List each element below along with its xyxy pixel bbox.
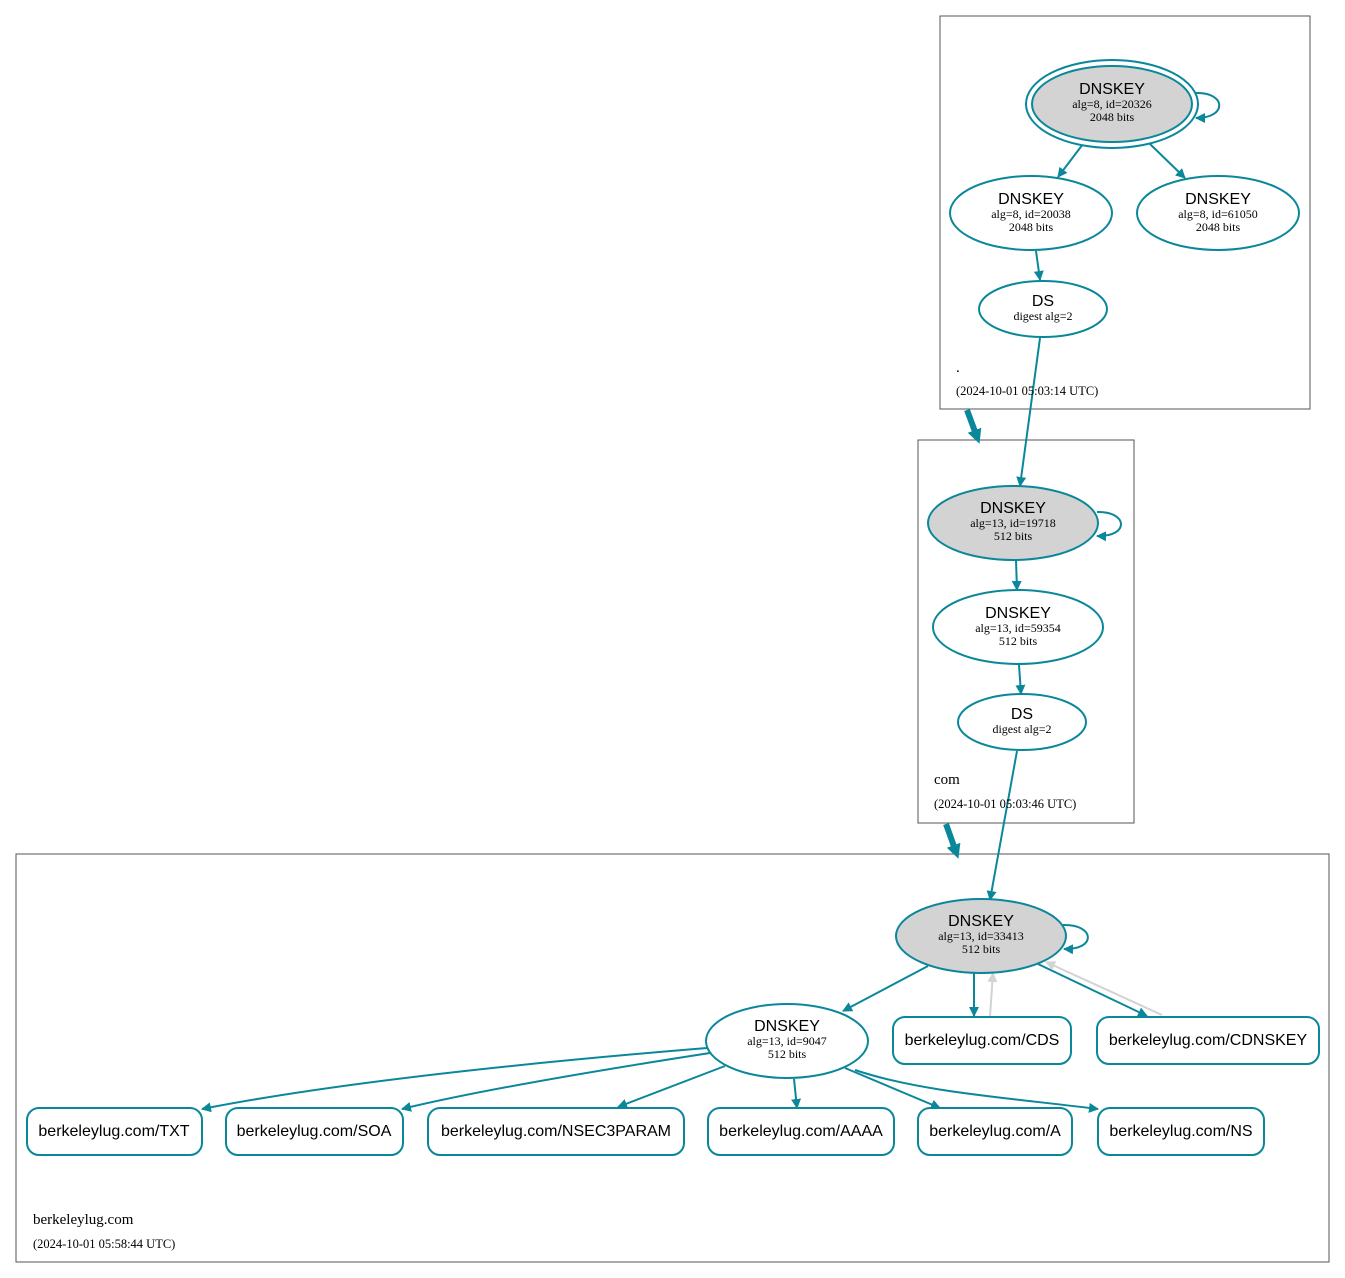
root-zsk1-bits: 2048 bits — [1009, 220, 1054, 234]
edge-ksk-to-zsk — [842, 965, 929, 1012]
rrset-cds[interactable]: berkeleylug.com/CDS — [892, 1016, 1072, 1065]
com-zsk-title: DNSKEY — [985, 605, 1051, 622]
rrset-nsec3param[interactable]: berkeleylug.com/NSEC3PARAM — [427, 1107, 685, 1156]
edge-root-zsk1-to-ds — [1033, 250, 1044, 281]
root-zsk2-alg: alg=8, id=61050 — [1178, 207, 1258, 221]
com-zsk-node[interactable]: DNSKEY alg=13, id=59354 512 bits — [932, 589, 1104, 665]
edge-zsk-to-soa — [401, 1052, 711, 1112]
berkeleylug-ksk-title: DNSKEY — [948, 913, 1014, 930]
root-ds-digest: digest alg=2 — [1013, 309, 1072, 323]
edge-zsk-to-ns — [854, 1069, 1099, 1113]
edge-cdnskey-to-ksk — [1045, 961, 1163, 1016]
edge-root-ds-to-com-ksk — [1016, 337, 1041, 487]
edge-com-ksk-self — [1096, 510, 1122, 542]
berkeleylug-zsk-alg: alg=13, id=9047 — [747, 1034, 827, 1048]
rrset-ns[interactable]: berkeleylug.com/NS — [1097, 1107, 1265, 1156]
berkeleylug-ksk-node[interactable]: DNSKEY alg=13, id=33413 512 bits — [895, 898, 1067, 974]
edge-zsk-to-a — [844, 1067, 941, 1110]
root-ds-title: DS — [1032, 293, 1054, 310]
root-zsk1-title: DNSKEY — [998, 191, 1064, 208]
berkeleylug-zsk-title: DNSKEY — [754, 1018, 820, 1035]
rrset-soa-label: berkeleylug.com/SOA — [237, 1123, 392, 1140]
edge-com-zsk-to-ds — [1015, 664, 1026, 695]
berkeleylug-zsk-node[interactable]: DNSKEY alg=13, id=9047 512 bits — [705, 1003, 869, 1079]
rrset-cdnskey[interactable]: berkeleylug.com/CDNSKEY — [1096, 1016, 1320, 1065]
com-ksk-alg: alg=13, id=19718 — [970, 516, 1056, 530]
rrset-cdnskey-label: berkeleylug.com/CDNSKEY — [1109, 1032, 1308, 1049]
rrset-cds-label: berkeleylug.com/CDS — [905, 1032, 1060, 1049]
edge-ksk-to-cdnskey — [1037, 963, 1148, 1017]
berkeleylug-zsk-bits: 512 bits — [768, 1047, 807, 1061]
com-zsk-bits: 512 bits — [999, 634, 1038, 648]
edge-zsk-to-txt — [201, 1047, 708, 1113]
berkeleylug-ksk-alg: alg=13, id=33413 — [938, 929, 1024, 943]
rrset-aaaa[interactable]: berkeleylug.com/AAAA — [707, 1107, 895, 1156]
zone-berkeleylug-timestamp: (2024-10-01 05:58:44 UTC) — [33, 1237, 175, 1251]
edge-berkeleylug-ksk-self — [1062, 923, 1089, 955]
com-ksk-bits: 512 bits — [994, 529, 1033, 543]
edge-com-ds-to-berkeleylug-ksk — [986, 750, 1018, 901]
rrset-aaaa-label: berkeleylug.com/AAAA — [719, 1123, 883, 1140]
edge-cds-to-ksk — [987, 972, 998, 1017]
rrset-ns-label: berkeleylug.com/NS — [1109, 1123, 1252, 1140]
rrset-soa[interactable]: berkeleylug.com/SOA — [225, 1107, 404, 1156]
edge-root-ksk-to-zsk1 — [1057, 143, 1084, 178]
zone-root-label: . — [956, 360, 960, 376]
berkeleylug-ksk-bits: 512 bits — [962, 942, 1001, 956]
com-ksk-title: DNSKEY — [980, 500, 1046, 517]
com-ds-title: DS — [1011, 706, 1033, 723]
zone-root-timestamp: (2024-10-01 05:03:14 UTC) — [956, 384, 1098, 398]
zone-root-box — [939, 15, 1311, 410]
delegation-com-to-berkeleylug — [943, 822, 961, 859]
root-zsk2-title: DNSKEY — [1185, 191, 1251, 208]
zone-com-label: com — [934, 772, 960, 788]
edge-com-ksk-to-zsk — [1011, 559, 1022, 591]
com-zsk-alg: alg=13, id=59354 — [975, 621, 1061, 635]
com-ksk-node[interactable]: DNSKEY alg=13, id=19718 512 bits — [927, 485, 1099, 561]
root-ds-node[interactable]: DS digest alg=2 — [978, 280, 1108, 338]
root-ksk-bits: 2048 bits — [1090, 110, 1135, 124]
root-zsk2-bits: 2048 bits — [1196, 220, 1241, 234]
rrset-a[interactable]: berkeleylug.com/A — [917, 1107, 1073, 1156]
rrset-nsec3param-label: berkeleylug.com/NSEC3PARAM — [441, 1123, 671, 1140]
rrset-a-label: berkeleylug.com/A — [929, 1123, 1061, 1140]
zone-berkeleylug-label: berkeleylug.com — [33, 1212, 134, 1228]
edge-root-ksk-to-zsk2 — [1149, 143, 1186, 179]
root-zsk1-alg: alg=8, id=20038 — [991, 207, 1071, 221]
edge-zsk-to-aaaa — [791, 1078, 802, 1109]
zone-berkeleylug-box — [15, 853, 1330, 1263]
zone-com-timestamp: (2024-10-01 05:03:46 UTC) — [934, 797, 1076, 811]
edge-root-ksk-self — [1195, 91, 1221, 123]
delegation-root-to-com — [964, 408, 982, 444]
root-ksk-alg: alg=8, id=20326 — [1072, 97, 1152, 111]
edge-zsk-to-nsec3param — [617, 1065, 726, 1109]
rrset-txt[interactable]: berkeleylug.com/TXT — [26, 1107, 203, 1156]
rrset-txt-label: berkeleylug.com/TXT — [38, 1123, 189, 1140]
com-ds-digest: digest alg=2 — [992, 722, 1051, 736]
root-zsk1-node[interactable]: DNSKEY alg=8, id=20038 2048 bits — [949, 175, 1113, 251]
root-ksk-title: DNSKEY — [1079, 81, 1145, 98]
root-ksk-node[interactable]: DNSKEY alg=8, id=20326 2048 bits — [1025, 59, 1199, 149]
com-ds-node[interactable]: DS digest alg=2 — [957, 693, 1087, 751]
root-zsk2-node[interactable]: DNSKEY alg=8, id=61050 2048 bits — [1136, 175, 1300, 251]
